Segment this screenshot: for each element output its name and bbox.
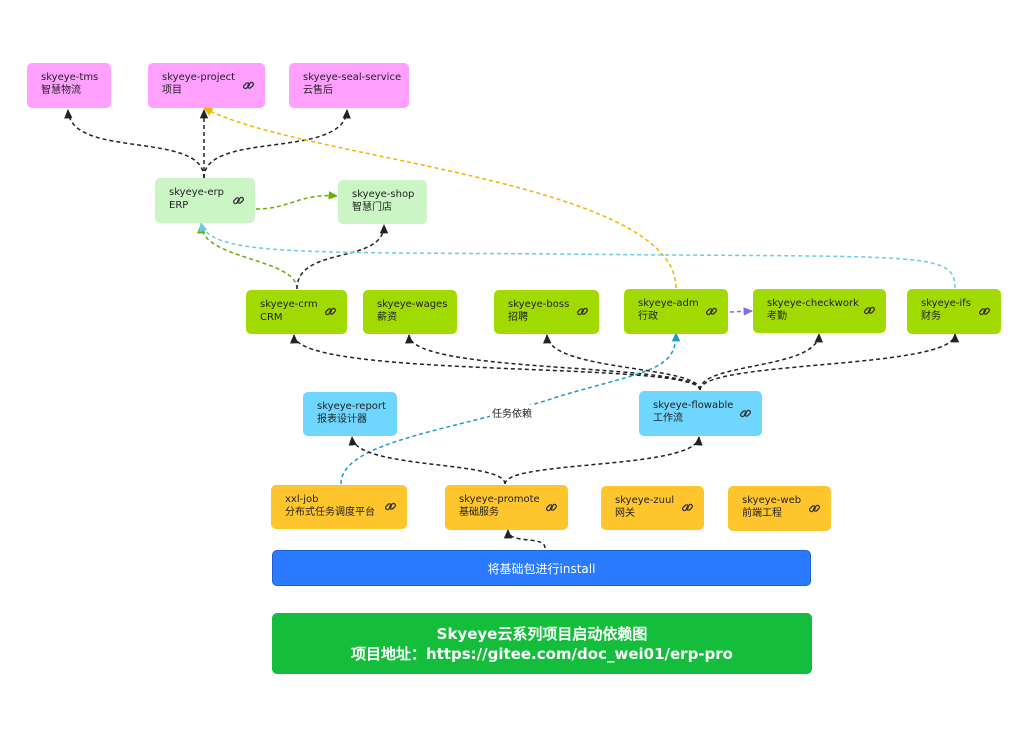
node-skyeye-seal-service[interactable]: skyeye-seal-service 云售后 <box>289 63 409 108</box>
node-name: skyeye-flowable <box>653 400 734 411</box>
edge-crm-erp <box>197 223 298 290</box>
node-skyeye-promote[interactable]: skyeye-promote 基础服务 <box>445 485 568 530</box>
node-skyeye-tms[interactable]: skyeye-tms 智慧物流 <box>27 63 111 108</box>
edge-erp-tms <box>64 108 205 179</box>
link-icon[interactable] <box>681 501 694 514</box>
node-name: skyeye-report <box>317 401 386 412</box>
node-name: skyeye-ifs <box>921 298 971 309</box>
edge-flowable-ifs <box>699 332 960 391</box>
node-skyeye-crm[interactable]: skyeye-crm CRM <box>246 290 347 334</box>
node-name: skyeye-wages <box>377 299 448 310</box>
link-icon[interactable] <box>978 305 991 318</box>
node-desc: 行政 <box>638 311 658 322</box>
node-desc: 考勤 <box>767 311 787 322</box>
node-skyeye-zuul[interactable]: skyeye-zuul 网关 <box>601 486 704 530</box>
diagram-title: Skyeye云系列项目启动依赖图 <box>436 624 648 643</box>
node-skyeye-checkwork[interactable]: skyeye-checkwork 考勤 <box>753 289 886 333</box>
edge-erp-shop <box>255 191 339 210</box>
node-desc: 分布式任务调度平台 <box>285 507 375 518</box>
node-name: skyeye-seal-service <box>303 72 402 83</box>
node-desc: ERP <box>169 200 189 211</box>
node-desc: CRM <box>260 312 283 323</box>
node-desc: 工作流 <box>653 413 683 424</box>
node-name: skyeye-zuul <box>615 495 675 506</box>
link-icon[interactable] <box>242 79 255 92</box>
node-skyeye-report[interactable]: skyeye-report 报表设计器 <box>303 392 397 436</box>
node-name: skyeye-project <box>162 72 236 83</box>
edge-xxljob-adm <box>340 331 681 485</box>
diagram-title-panel: Skyeye云系列项目启动依赖图 项目地址：https://gitee.com/… <box>272 613 812 674</box>
node-skyeye-web[interactable]: skyeye-web 前端工程 <box>728 486 831 531</box>
edge-flowable-checkwork <box>699 332 823 391</box>
node-desc: 前端工程 <box>742 508 782 519</box>
edge-promote-report <box>348 435 506 485</box>
edge-adm-checkwork <box>729 307 754 316</box>
node-skyeye-erp[interactable]: skyeye-erp ERP <box>155 178 255 223</box>
node-desc: 基础服务 <box>459 507 499 518</box>
node-desc: 项目 <box>162 85 182 96</box>
link-icon[interactable] <box>739 407 752 420</box>
node-name: skyeye-adm <box>638 298 699 309</box>
node-name: skyeye-crm <box>260 299 318 310</box>
project-address[interactable]: 项目地址：https://gitee.com/doc_wei01/erp-pro <box>351 644 733 663</box>
link-icon[interactable] <box>863 304 876 317</box>
edge-adm-project <box>203 107 677 289</box>
node-skyeye-ifs[interactable]: skyeye-ifs 财务 <box>907 289 1001 334</box>
node-name: skyeye-checkwork <box>767 298 859 309</box>
node-desc: 报表设计器 <box>317 414 367 425</box>
link-icon[interactable] <box>705 305 718 318</box>
node-desc: 智慧门店 <box>352 202 392 213</box>
edge-flowable-boss <box>543 333 701 391</box>
link-icon[interactable] <box>384 500 397 513</box>
node-desc: 网关 <box>615 508 635 519</box>
node-desc: 招聘 <box>508 312 528 323</box>
node-skyeye-shop[interactable]: skyeye-shop 智慧门店 <box>338 180 427 224</box>
node-desc: 智慧物流 <box>41 85 81 96</box>
node-name: skyeye-web <box>742 495 802 506</box>
edge-crm-shop <box>296 223 389 290</box>
link-icon[interactable] <box>576 305 589 318</box>
node-desc: 薪资 <box>377 312 397 323</box>
node-name: skyeye-promote <box>459 494 540 505</box>
node-name: xxl-job <box>285 494 319 505</box>
edge-ifs-erp <box>199 221 956 289</box>
node-name: skyeye-boss <box>508 299 570 310</box>
install-base-package-bar[interactable]: 将基础包进行install <box>272 550 811 586</box>
edge-flowable-wages <box>405 333 701 391</box>
link-icon[interactable] <box>545 501 558 514</box>
edge-label-task-dependency: 任务依赖 <box>490 405 534 420</box>
node-xxl-job[interactable]: xxl-job 分布式任务调度平台 <box>271 485 407 529</box>
node-skyeye-wages[interactable]: skyeye-wages 薪资 <box>363 290 457 334</box>
install-bar-label: 将基础包进行install <box>487 561 596 576</box>
node-name: skyeye-tms <box>41 72 99 83</box>
node-skyeye-project[interactable]: skyeye-project 项目 <box>148 63 265 108</box>
link-icon[interactable] <box>808 502 821 515</box>
node-skyeye-flowable[interactable]: skyeye-flowable 工作流 <box>639 391 762 436</box>
node-skyeye-adm[interactable]: skyeye-adm 行政 <box>624 289 728 334</box>
edge-promote-flowable <box>504 435 703 485</box>
node-name: skyeye-erp <box>169 187 225 198</box>
node-skyeye-boss[interactable]: skyeye-boss 招聘 <box>494 290 599 334</box>
link-icon[interactable] <box>232 194 245 207</box>
edge-install-promote <box>503 528 546 549</box>
node-name: skyeye-shop <box>352 189 415 200</box>
node-desc: 云售后 <box>303 85 333 96</box>
link-icon[interactable] <box>324 305 337 318</box>
edge-flowable-crm <box>290 333 701 391</box>
node-desc: 财务 <box>921 311 941 322</box>
edge-erp-seal <box>203 108 351 179</box>
